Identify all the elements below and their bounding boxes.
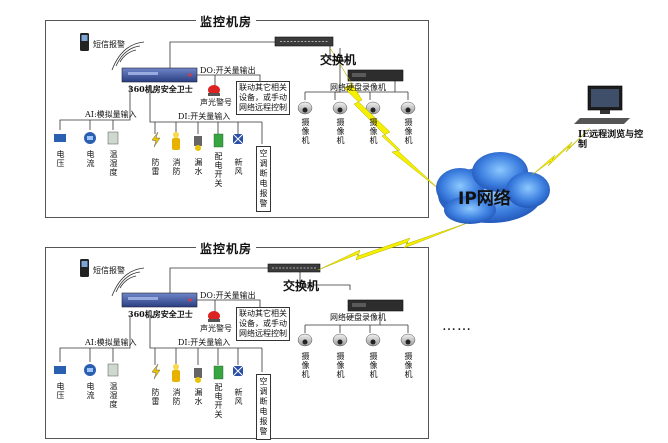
camera-label: 摄像机 — [301, 118, 310, 145]
guard-device-label: 360机房安全卫士 — [128, 84, 193, 94]
sms-alarm-label: 短信报警 — [93, 40, 125, 49]
di-label: DI:开关量输入 — [178, 112, 231, 121]
di-sensor-fire: 消防 — [172, 158, 181, 176]
di-sensor-fire-bottom: 消防 — [172, 388, 181, 406]
ac-alarm-box: 空调断电报警 — [256, 146, 271, 212]
linkage-note-box-bottom: 联动其它相关设备，或手动网络远程控制 — [236, 307, 290, 341]
do-label: DO:开关量输出 — [200, 66, 256, 75]
camera-label-bottom: 摄像机 — [369, 352, 378, 379]
di-sensor-power-switch-bottom: 配电开关 — [214, 383, 223, 419]
di-sensor-water-leak: 漏水 — [194, 158, 203, 176]
room-title-top: 监控机房 — [196, 13, 257, 30]
nvr-label-bottom: 网络硬盘录像机 — [330, 313, 386, 322]
strobe-alarm-icon — [208, 85, 220, 96]
ip-network-label: IP网络 — [458, 189, 511, 209]
di-sensor-icons-bottom — [151, 363, 244, 383]
di-sensor-power-switch: 配电开关 — [214, 152, 223, 188]
remote-computer-icon — [574, 85, 630, 124]
remote-access-text: IE远程浏览与控制 — [578, 130, 644, 150]
nvr-recorder-icon-bottom — [347, 299, 404, 312]
camera-label: 摄像机 — [336, 118, 345, 145]
network-switch-icon — [274, 36, 334, 47]
di-label-bottom: DI:开关量输入 — [178, 338, 231, 347]
ai-sensor-current-bottom: 电流 — [86, 382, 95, 400]
network-switch-icon-bottom — [267, 263, 321, 273]
di-sensor-fresh-air-bottom: 新风 — [234, 388, 243, 406]
camera-icons-bottom — [297, 333, 416, 347]
linkage-note-box: 联动其它相关设备，或手动网络远程控制 — [236, 81, 290, 115]
switch-label: 交换机 — [320, 53, 357, 67]
monitor-room-bottom — [45, 247, 429, 439]
mobile-phone-icon — [80, 33, 89, 51]
strobe-alarm-label: 声光警号 — [200, 98, 232, 107]
camera-label: 摄像机 — [404, 118, 413, 145]
ai-sensor-icons-top — [54, 131, 119, 145]
di-sensor-icons-top — [151, 131, 244, 151]
camera-label-bottom: 摄像机 — [301, 352, 310, 379]
wireless-signal-icon — [111, 41, 145, 71]
do-label-bottom: DO:开关量输出 — [200, 291, 256, 300]
camera-icons-top — [297, 101, 416, 115]
ip-network-cloud-icon — [436, 152, 550, 224]
ai-label-bottom: AI:模拟量输入 — [85, 338, 137, 347]
mobile-phone-icon-bottom — [80, 259, 89, 277]
ai-sensor-temp-humidity-bottom: 温湿度 — [109, 382, 118, 409]
security-guard-device — [121, 67, 198, 83]
security-guard-device-bottom — [121, 292, 198, 308]
di-sensor-lightning-bottom: 防雷 — [151, 388, 160, 406]
linkage-note-text-bottom: 联动其它相关设备，或手动网络远程控制 — [239, 309, 287, 338]
di-sensor-fresh-air: 新风 — [234, 158, 243, 176]
switch-label-bottom: 交换机 — [283, 279, 320, 293]
guard-device-label-bottom: 360机房安全卫士 — [128, 309, 193, 319]
ai-sensor-current: 电流 — [86, 150, 95, 168]
lightning-link-bottom — [317, 221, 471, 271]
nvr-recorder-icon — [347, 69, 404, 82]
nvr-label: 网络硬盘录像机 — [330, 83, 386, 92]
sms-alarm-label-bottom: 短信报警 — [93, 266, 125, 275]
wireless-signal-icon-bottom — [111, 267, 145, 297]
lightning-link-remote — [531, 127, 591, 176]
room-title-bottom: 监控机房 — [196, 240, 257, 257]
ai-sensor-icons-bottom — [54, 363, 119, 377]
camera-label-bottom: 摄像机 — [336, 352, 345, 379]
lightning-link-top — [329, 47, 441, 191]
ai-sensor-voltage-bottom: 电压 — [56, 382, 65, 400]
strobe-alarm-icon-bottom — [208, 311, 220, 322]
strobe-alarm-label-bottom: 声光警号 — [200, 324, 232, 333]
linkage-note-text: 联动其它相关设备，或手动网络远程控制 — [239, 83, 287, 112]
camera-label: 摄像机 — [369, 118, 378, 145]
more-rooms-ellipsis: …… — [442, 318, 472, 334]
monitor-room-top — [45, 20, 429, 218]
ai-label: AI:模拟量输入 — [85, 110, 137, 119]
ac-alarm-box-bottom: 空调断电报警 — [256, 374, 271, 440]
di-sensor-lightning: 防雷 — [151, 158, 160, 176]
di-sensor-water-leak-bottom: 漏水 — [194, 388, 203, 406]
camera-label-bottom: 摄像机 — [404, 352, 413, 379]
remote-access-label: IE远程浏览与控制 — [578, 130, 648, 150]
ai-sensor-voltage: 电压 — [56, 150, 65, 168]
ai-sensor-temp-humidity: 温湿度 — [109, 150, 118, 177]
